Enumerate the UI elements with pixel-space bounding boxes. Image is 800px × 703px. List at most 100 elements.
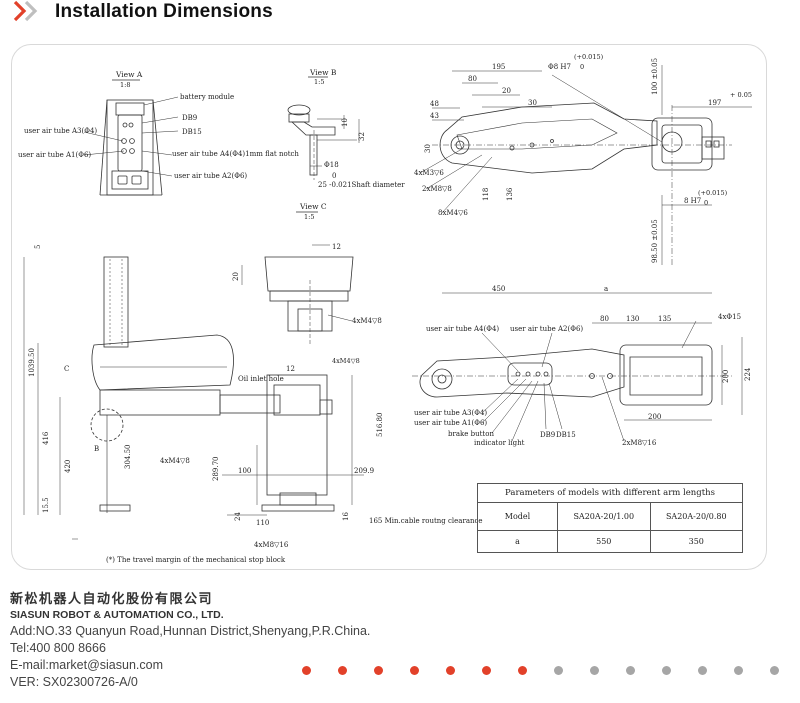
pager-dot[interactable] [518, 666, 527, 675]
pager-dot[interactable] [698, 666, 707, 675]
pager-dot[interactable] [302, 666, 311, 675]
params-table: Parameters of models with different arm … [477, 483, 743, 553]
table-header-cell: Model [477, 502, 558, 531]
user-air-a3-label: user air tube A3(Φ4) [24, 127, 97, 135]
dim-tol-plus-b: (+0.015) [698, 189, 728, 197]
dim-420: 420 [64, 460, 72, 473]
db9-b-label: DB9 [540, 431, 555, 439]
top-plan-view: 195 80 20 30 48 43 Φ8 H7 (+0.015) 0 100 … [414, 53, 752, 265]
pager-dot[interactable] [734, 666, 743, 675]
view-a: View A 1:8 battery module DB9 DB15 [18, 70, 299, 196]
pager-dot[interactable] [662, 666, 671, 675]
company-name-en: SIASUN ROBOT & AUTOMATION CO., LTD. [10, 609, 224, 621]
brake-button-label: brake button [448, 430, 494, 438]
dim-9850: 98.50 ±0.05 [651, 219, 659, 263]
table-header-cell: SA20A-20/1.00 [557, 502, 651, 531]
dim-zero: 0 [332, 172, 336, 180]
drawing-frame: View A 1:8 battery module DB9 DB15 [11, 44, 767, 570]
view-b-title: View B [309, 68, 337, 77]
dim-100: 100 ±0.05 [651, 58, 659, 95]
dim-tol-zero-b: 0 [704, 199, 708, 207]
dim-118: 118 [482, 188, 490, 201]
dim-a: a [604, 285, 608, 293]
installation-drawing: View A 1:8 battery module DB9 DB15 [18, 53, 752, 564]
phi15-label: 4xΦ15 [718, 313, 741, 321]
pager-dot[interactable] [482, 666, 491, 675]
dim-phi8: Φ8 H7 [548, 63, 571, 71]
min-cable-label: 165 Min.cable routng clearance [369, 517, 483, 525]
view-b: View B 1:5 10 32 Φ18 0 25 -0.021Shaft di… [287, 68, 405, 189]
dim-289: 289.70 [212, 457, 220, 482]
dim-450: 450 [492, 285, 505, 293]
dim-20a: 20 [502, 87, 511, 95]
dim-48: 48 [430, 100, 439, 108]
dim-136: 136 [506, 187, 514, 201]
dim-12a: 12 [332, 243, 341, 251]
params-table-caption: Parameters of models with different arm … [477, 483, 743, 502]
dim-30b: 30 [424, 144, 432, 153]
dim-5: 5 [34, 245, 42, 249]
view-b-scale: 1:5 [314, 78, 324, 86]
shaft-diameter-label: 25 -0.021Shaft diameter [318, 181, 405, 189]
dim-phi18: Φ18 [324, 161, 339, 169]
pager-dot[interactable] [410, 666, 419, 675]
user-air-a3-b-label: user air tube A3(Φ4) [414, 409, 487, 417]
oil-inlet-label: Oil inlet hole [238, 375, 284, 383]
m8a-label: 2xM8▽8 [422, 185, 452, 193]
dim-10: 10 [341, 118, 349, 127]
indicator-light-label: indicator light [474, 439, 525, 447]
dim-200a: 200 [722, 370, 730, 383]
pager-dot[interactable] [554, 666, 563, 675]
m3-label: 4xM3▽6 [414, 169, 444, 177]
db15-label: DB15 [182, 128, 202, 136]
m4a-label: 8xM4▽6 [438, 209, 468, 217]
dim-1039: 1039.50 [28, 348, 36, 377]
table-header-row: Model SA20A-20/1.00 SA20A-20/0.80 [477, 502, 743, 531]
dim-224: 224 [744, 367, 752, 381]
view-c-scale: 1:5 [304, 213, 314, 221]
pager-dot[interactable] [770, 666, 779, 675]
dim-80b: 80 [600, 315, 609, 323]
company-tel: Tel:400 800 8666 [10, 641, 106, 655]
company-address: Add:NO.33 Quanyun Road,Hunnan District,S… [10, 624, 371, 638]
dim-200b: 200 [648, 413, 661, 421]
bottom-plan-view: 450 a 80 130 135 4xΦ15 200 224 200 2xM8▽… [412, 285, 752, 447]
side-view: 1039.50 416 420 304.50 15.5 5 C B 12 4xM… [23, 245, 483, 564]
table-row: a 550 350 [477, 530, 743, 553]
user-air-a4-label: user air tube A4(Φ4) [426, 325, 499, 333]
view-a-title: View A [115, 70, 143, 79]
dim-155: 15.5 [42, 497, 50, 513]
pager-dot[interactable] [626, 666, 635, 675]
dim-12b: 12 [286, 365, 295, 373]
pager-dot[interactable] [590, 666, 599, 675]
dim-100b: 100 [238, 467, 251, 475]
user-air-a2-label: user air tube A2(Φ6) [174, 172, 247, 180]
dim-005: + 0.05 [730, 91, 752, 99]
dim-tol-plus: (+0.015) [574, 53, 604, 61]
user-air-a1-label: user air tube A1(Φ6) [18, 151, 91, 159]
page-header: Installation Dimensions [0, 0, 800, 26]
dim-197: 197 [708, 99, 721, 107]
table-cell: 550 [557, 530, 651, 553]
dim-80a: 80 [468, 75, 477, 83]
pager-dot[interactable] [446, 666, 455, 675]
document-version: VER: SX02300726-A/0 [10, 675, 138, 689]
dim-130: 130 [626, 315, 639, 323]
user-air-a2-b-label: user air tube A2(Φ6) [510, 325, 583, 333]
dim-135: 135 [658, 315, 671, 323]
dim-32: 32 [358, 132, 366, 141]
db9-label: DB9 [182, 114, 197, 122]
chevron-logo-icon [13, 0, 38, 22]
view-c-marker: C [64, 365, 69, 373]
view-a-scale: 1:8 [120, 81, 130, 89]
pager-dot[interactable] [374, 666, 383, 675]
m8b-label: 4xM8▽16 [254, 541, 289, 549]
dim-110: 110 [256, 519, 269, 527]
travel-note: (*) The travel margin of the mechanical … [106, 556, 286, 564]
db15-b-label: DB15 [556, 431, 576, 439]
table-header-cell: SA20A-20/0.80 [649, 502, 743, 531]
dim-209: 209.9 [354, 467, 374, 475]
view-b-marker: B [94, 445, 99, 453]
company-name-cn: 新松机器人自动化股份有限公司 [10, 591, 214, 606]
pager-dot[interactable] [338, 666, 347, 675]
